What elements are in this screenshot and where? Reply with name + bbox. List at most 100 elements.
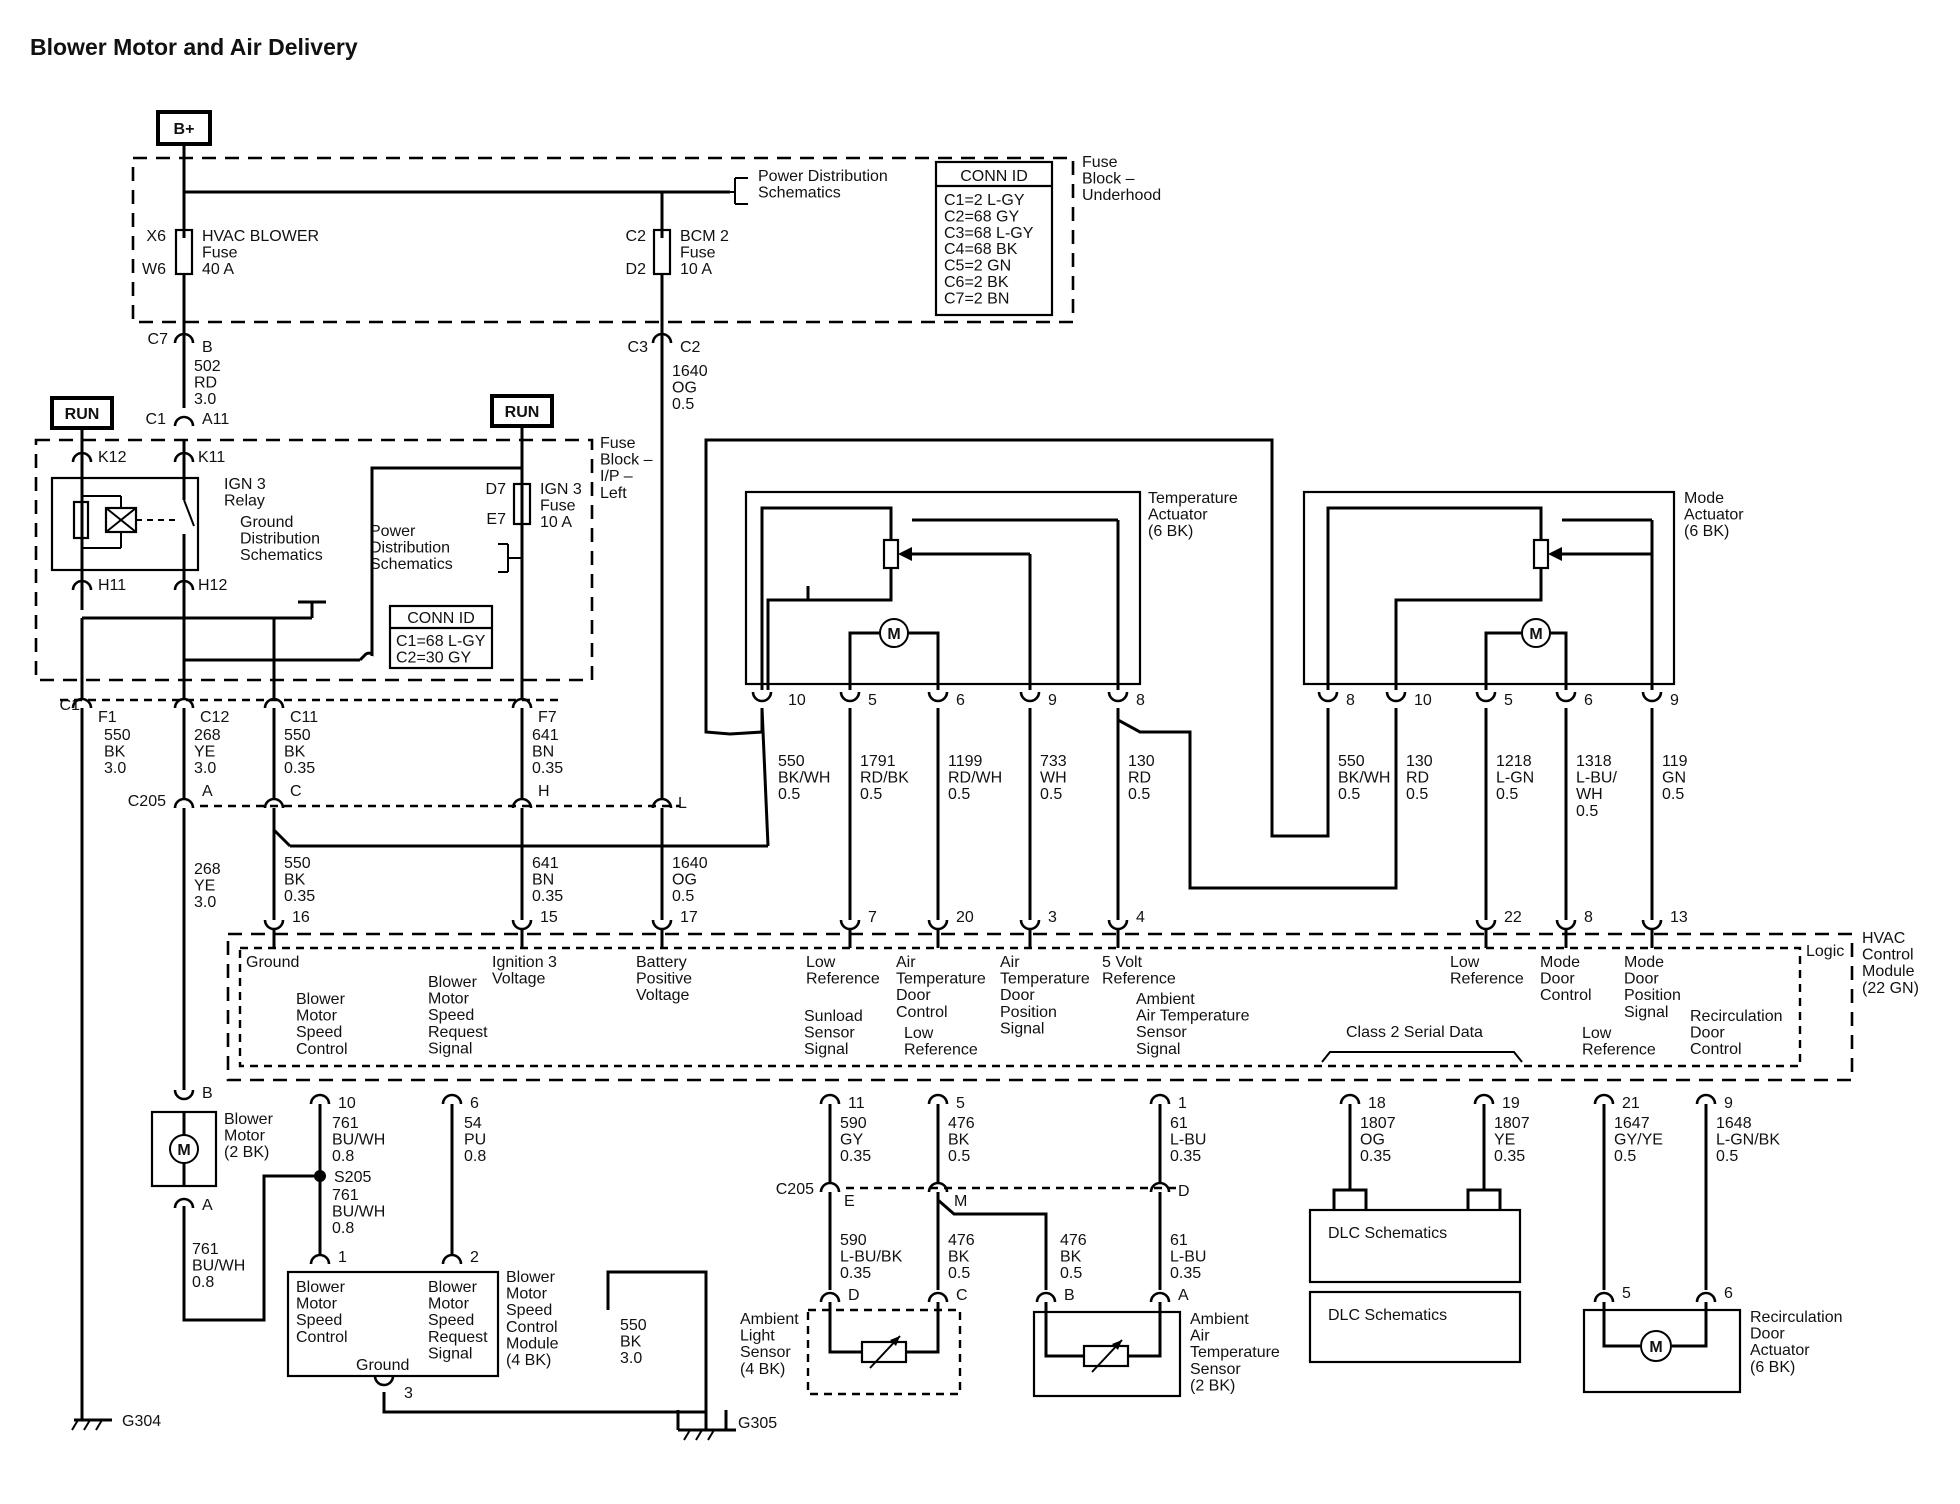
ground-g305: G305 bbox=[676, 1410, 777, 1441]
svg-text:16: 16 bbox=[292, 909, 310, 926]
svg-text:K12: K12 bbox=[98, 449, 127, 466]
svg-text:B: B bbox=[202, 1085, 213, 1102]
dlc-schematics-bottom[interactable]: DLC Schematics bbox=[1308, 1290, 1522, 1364]
svg-text:13: 13 bbox=[1670, 909, 1688, 926]
svg-text:D2: D2 bbox=[626, 261, 647, 278]
svg-text:H11: H11 bbox=[98, 577, 126, 594]
svg-text:21: 21 bbox=[1622, 1095, 1640, 1112]
svg-text:61L-BU0.35: 61L-BU0.35 bbox=[1170, 1115, 1206, 1165]
svg-text:C3: C3 bbox=[628, 339, 649, 356]
page-title: Blower Motor and Air Delivery bbox=[30, 34, 358, 60]
svg-text:H: H bbox=[538, 783, 550, 800]
svg-text:5: 5 bbox=[868, 692, 877, 709]
svg-text:F7: F7 bbox=[538, 709, 557, 726]
dlc-schematics-top[interactable]: DLC Schematics bbox=[1308, 1208, 1522, 1284]
svg-text:M: M bbox=[1649, 1339, 1662, 1356]
b-plus-box: B+ bbox=[156, 110, 212, 146]
svg-text:Ground: Ground bbox=[356, 1357, 409, 1374]
svg-text:B: B bbox=[1064, 1287, 1075, 1304]
svg-text:C: C bbox=[290, 783, 302, 800]
run-box-1: RUN bbox=[50, 396, 114, 430]
svg-text:6: 6 bbox=[1724, 1285, 1733, 1302]
svg-text:DLC Schematics: DLC Schematics bbox=[1328, 1225, 1447, 1242]
svg-text:3: 3 bbox=[404, 1385, 413, 1402]
svg-text:CONN ID: CONN ID bbox=[960, 168, 1028, 185]
svg-text:A: A bbox=[202, 783, 213, 800]
svg-text:17: 17 bbox=[680, 909, 698, 926]
svg-text:Ground: Ground bbox=[246, 954, 299, 971]
svg-text:D7: D7 bbox=[486, 481, 507, 498]
svg-text:L: L bbox=[678, 795, 687, 812]
svg-text:H12: H12 bbox=[198, 577, 227, 594]
svg-text:10: 10 bbox=[1414, 692, 1432, 709]
svg-text:15: 15 bbox=[540, 909, 558, 926]
svg-text:4: 4 bbox=[1136, 909, 1145, 926]
svg-text:C205: C205 bbox=[128, 793, 166, 810]
svg-text:6: 6 bbox=[956, 692, 965, 709]
svg-text:A: A bbox=[1178, 1287, 1189, 1304]
svg-text:5: 5 bbox=[1622, 1285, 1631, 1302]
conn-c7: C7 bbox=[148, 331, 169, 348]
svg-text:19: 19 bbox=[1502, 1095, 1520, 1112]
svg-text:X6: X6 bbox=[146, 228, 166, 245]
run-box-2: RUN bbox=[490, 394, 554, 428]
svg-text:G305: G305 bbox=[738, 1415, 777, 1432]
svg-text:M: M bbox=[1529, 626, 1542, 643]
svg-text:10: 10 bbox=[788, 692, 806, 709]
svg-text:9: 9 bbox=[1048, 692, 1057, 709]
svg-text:3: 3 bbox=[1048, 909, 1057, 926]
svg-text:K11: K11 bbox=[198, 449, 225, 466]
svg-text:E: E bbox=[844, 1193, 855, 1210]
svg-text:B: B bbox=[202, 339, 213, 356]
svg-text:A11: A11 bbox=[202, 411, 229, 428]
